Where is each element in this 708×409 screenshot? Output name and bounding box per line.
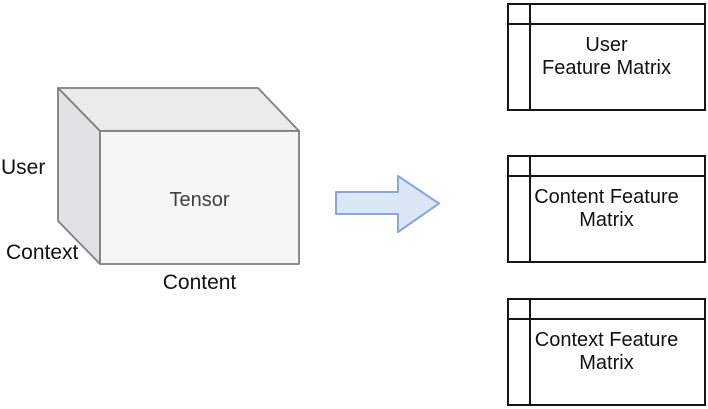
matrix-label-line1: User — [585, 33, 628, 56]
context-feature-matrix-box: Context Feature Matrix — [507, 298, 706, 406]
matrix-label: Context Feature Matrix — [509, 300, 704, 404]
cube-label-tensor: Tensor — [169, 189, 230, 211]
matrix-label-line2: Matrix — [579, 352, 634, 374]
matrix-column-divider — [529, 157, 531, 261]
user-feature-matrix-box: User Feature Matrix — [507, 3, 706, 111]
matrix-header-divider — [509, 318, 704, 320]
matrix-label-line2: Feature Matrix — [542, 57, 671, 79]
tensor-cube — [57, 87, 300, 265]
axis-label-user: User — [1, 156, 46, 179]
matrix-label: User Feature Matrix — [509, 5, 704, 109]
axis-label-content: Content — [162, 271, 237, 294]
cube-front-face — [99, 130, 300, 265]
axis-label-context: Context — [6, 241, 79, 264]
matrix-column-divider — [529, 5, 531, 109]
right-arrow-icon — [335, 175, 440, 233]
matrix-column-divider — [529, 300, 531, 404]
matrix-label: Content Feature Matrix — [509, 157, 704, 261]
matrix-label-line2: Matrix — [579, 209, 634, 231]
matrix-label-line1: Content Feature — [534, 185, 679, 208]
matrix-header-divider — [509, 175, 704, 177]
content-feature-matrix-box: Content Feature Matrix — [507, 155, 706, 263]
matrix-label-line1: Context Feature — [534, 328, 679, 351]
matrix-header-divider — [509, 23, 704, 25]
